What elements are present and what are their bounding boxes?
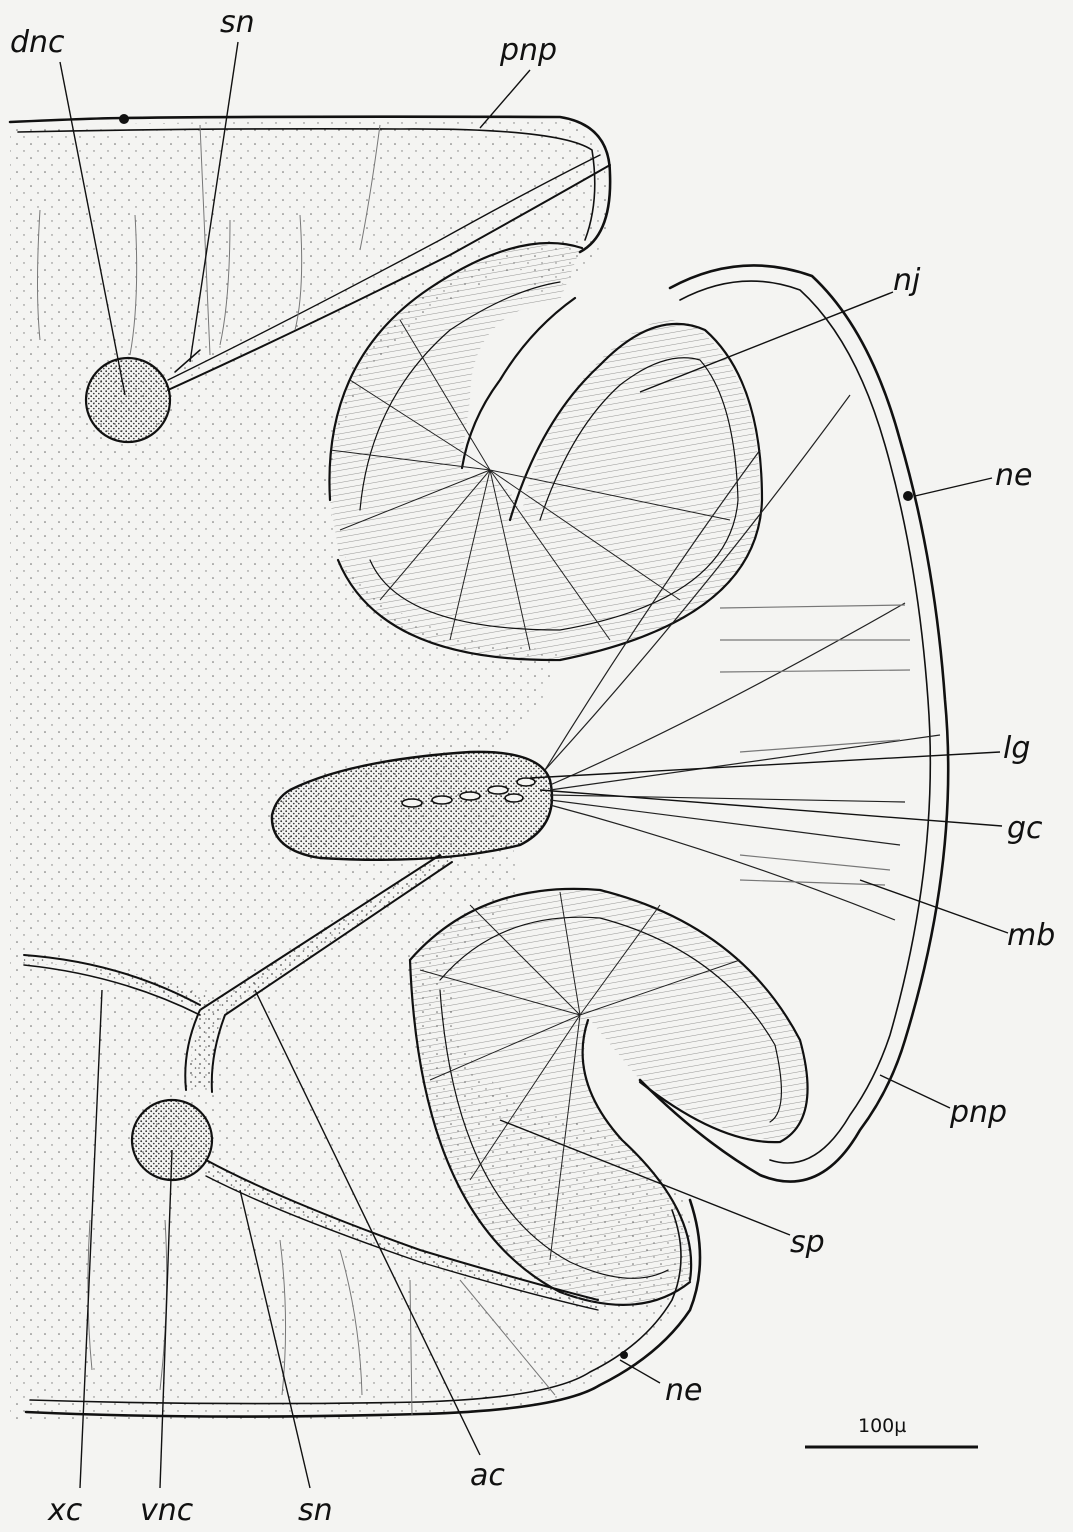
label-dnc: dnc (10, 25, 65, 60)
label-sn-bottom: sn (298, 1493, 333, 1528)
label-vnc: vnc (140, 1493, 194, 1528)
label-ne-bottom: ne (665, 1373, 702, 1408)
label-sn-top: sn (220, 5, 255, 40)
label-sp: sp (790, 1225, 825, 1260)
label-pnp-right: pnp (949, 1095, 1007, 1130)
label-mb: mb (1007, 918, 1055, 953)
label-nj: nj (893, 263, 921, 298)
scale-bar-label: 100µ (858, 1415, 906, 1437)
scale-bar: 100µ (805, 1415, 978, 1447)
label-xc: xc (47, 1493, 83, 1528)
label-gc: gc (1007, 811, 1043, 846)
label-ne-right: ne (995, 458, 1032, 493)
label-lg: lg (1003, 731, 1030, 766)
label-pnp-top: pnp (499, 33, 557, 68)
label-ac: ac (470, 1458, 505, 1493)
